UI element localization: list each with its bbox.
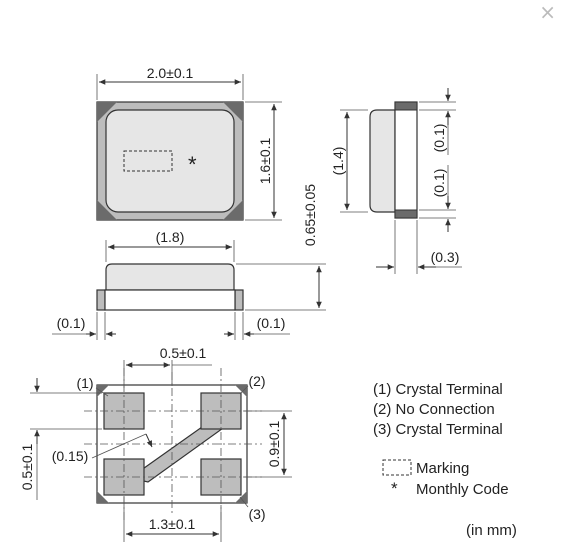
end-height-label: (1.4) [330,147,346,176]
footprint-right-height-label: 0.9±0.1 [266,420,282,467]
legend-monthly-label: Monthly Code [416,481,509,498]
top-view: * 2.0±0.1 1.6±0.1 [96,65,282,221]
side-thickness-label: 0.65±0.05 [302,184,318,246]
end-depth-label: (0.3) [431,249,460,265]
legend-item-3: (3) Crystal Terminal [373,421,503,438]
end-view: (1.4) (0.1) (0.1) (0.3) [330,88,462,274]
legend-item-2: (2) No Connection [373,401,495,418]
side-view: (1.8) 0.65±0.05 (0.1) (0.1) [52,184,326,340]
side-view-lid [105,263,235,291]
footprint-top-pitch-label: 0.5±0.1 [160,345,207,361]
end-top-margin-label: (0.1) [431,124,447,153]
legend-marking-icon [382,459,412,476]
legend-marking-label: Marking [416,460,469,477]
close-icon[interactable]: × [539,0,556,24]
top-height-label: 1.6±0.1 [257,137,273,184]
side-left-offset-label: (0.1) [57,315,86,331]
top-view-lid [105,109,235,213]
legend: (1) Crystal Terminal (2) No Connection (… [373,381,517,539]
unit-note: (in mm) [466,522,517,539]
marking-area [123,150,173,172]
monthly-code-mark: * [188,152,197,177]
pin-3-label: (3) [248,506,265,522]
legend-monthly-icon: * [391,479,398,498]
legend-item-1: (1) Crystal Terminal [373,381,503,398]
pin-1-label: (1) [76,375,93,391]
end-bottom-margin-label: (0.1) [431,169,447,198]
footprint-left-height-label: 0.5±0.1 [19,443,35,490]
top-width-label: 2.0±0.1 [147,65,194,81]
pin-2-label: (2) [248,373,265,389]
footprint-bottom-pitch-label: 1.3±0.1 [149,516,196,532]
side-inner-width-label: (1.8) [156,229,185,245]
footprint-trace-width-label: (0.15) [52,448,89,464]
side-right-offset-label: (0.1) [257,315,286,331]
footprint-view: 0.5±0.1 1.3±0.1 0.5±0.1 0.9±0.1 (0.15) (… [19,345,292,542]
